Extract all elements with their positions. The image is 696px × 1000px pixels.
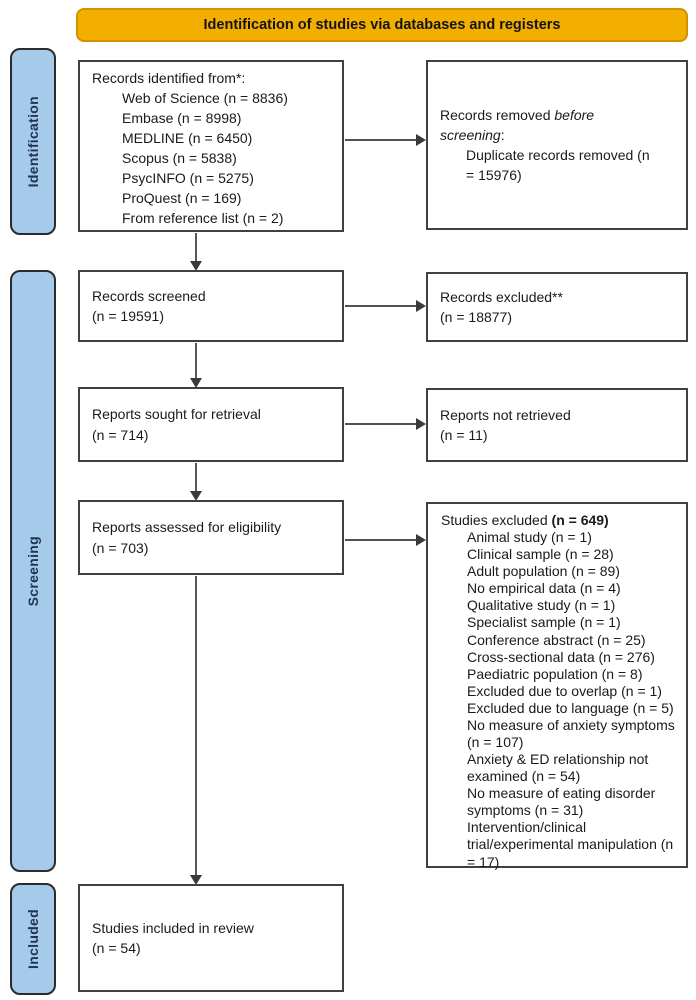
arrow-screened-to-excluded — [345, 300, 426, 312]
arrow-sought-to-assessed — [190, 463, 202, 501]
list-item: Intervention/clinical trial/experimental… — [467, 819, 674, 870]
removed-reasons-list: Duplicate records removed (n = 15976) — [440, 145, 652, 185]
list-item: MEDLINE (n = 6450) — [122, 130, 253, 147]
list-item: ProQuest (n = 169) — [122, 190, 242, 207]
list-item: Excluded due to overlap (n = 1) — [467, 682, 662, 699]
database-list: Web of Science (n = 8836) Embase (n = 899… — [92, 88, 332, 228]
list-item: Cross-sectional data (n = 276) — [467, 648, 655, 665]
box-text: Reports assessed for eligibility (n = 70… — [92, 519, 282, 556]
box-records-screened: Records screened (n = 19591) — [78, 270, 344, 342]
stage-label-included: Included — [25, 909, 41, 969]
box-title: Studies excluded (n = 649) — [441, 512, 609, 528]
arrow-screened-to-sought — [190, 343, 202, 388]
list-item: Qualitative study (n = 1) — [467, 597, 616, 614]
box-studies-excluded: Studies excluded (n = 649) Animal study … — [426, 502, 688, 871]
list-item: Clinical sample (n = 28) — [467, 546, 614, 563]
box-studies-included: Studies included in review (n = 54) — [78, 884, 344, 992]
box-records-removed-before-screening: Records removed before screening: Duplic… — [426, 60, 688, 230]
stage-bar-screening: Screening — [10, 270, 56, 872]
box-records-identified: Records identified from*: Web of Science… — [78, 60, 344, 232]
list-item: Anxiety & ED relationship not examined (… — [467, 751, 649, 785]
box-title: Records removed before screening: — [440, 106, 598, 143]
box-text: Records excluded** (n = 18877) — [440, 288, 563, 325]
stage-label-identification: Identification — [25, 95, 41, 188]
banner-title: Identification of studies via databases … — [203, 17, 561, 33]
box-reports-sought: Reports sought for retrieval (n = 714) — [78, 387, 344, 462]
list-item: Embase (n = 8998) — [122, 110, 242, 127]
list-item: Web of Science (n = 8836) — [122, 90, 288, 107]
list-item: Animal study (n = 1) — [467, 529, 592, 546]
list-item: Scopus (n = 5838) — [122, 150, 237, 167]
box-text: Studies included in review (n = 54) — [92, 919, 254, 956]
list-item: Adult population (n = 89) — [467, 563, 620, 580]
box-records-excluded: Records excluded** (n = 18877) — [426, 272, 688, 342]
list-item: From reference list (n = 2) — [122, 210, 284, 227]
list-item: Duplicate records removed (n = 15976) — [466, 147, 650, 184]
list-item: Conference abstract (n = 25) — [467, 631, 646, 648]
arrow-assessed-to-included — [190, 576, 202, 885]
box-reports-assessed: Reports assessed for eligibility (n = 70… — [78, 500, 344, 575]
stage-bar-identification: Identification — [10, 48, 56, 235]
exclusion-reasons-list: Animal study (n = 1)Clinical sample (n =… — [441, 529, 680, 871]
arrow-identified-to-removed — [345, 134, 426, 146]
list-item: Excluded due to language (n = 5) — [467, 699, 674, 716]
list-item: Paediatric population (n = 8) — [467, 665, 643, 682]
list-item: No empirical data (n = 4) — [467, 580, 621, 597]
list-item: Specialist sample (n = 1) — [467, 614, 621, 631]
box-text: Records screened (n = 19591) — [92, 287, 206, 324]
box-text: Reports sought for retrieval (n = 714) — [92, 406, 261, 443]
arrow-assessed-to-studies-excluded — [345, 534, 426, 546]
banner-identification-via-databases: Identification of studies via databases … — [76, 8, 688, 42]
stage-bar-included: Included — [10, 883, 56, 995]
list-item: No measure of anxiety symptoms (n = 107) — [467, 716, 675, 751]
arrow-sought-to-not-retrieved — [345, 418, 426, 430]
list-item: PsycINFO (n = 5275) — [122, 170, 254, 187]
list-item: No measure of eating disorder symptoms (… — [467, 785, 656, 819]
box-text: Reports not retrieved (n = 11) — [440, 406, 571, 443]
stage-label-screening: Screening — [25, 535, 41, 607]
box-reports-not-retrieved: Reports not retrieved (n = 11) — [426, 388, 688, 462]
box-title: Records identified from*: — [92, 70, 246, 86]
arrow-identified-to-screened — [190, 233, 202, 271]
